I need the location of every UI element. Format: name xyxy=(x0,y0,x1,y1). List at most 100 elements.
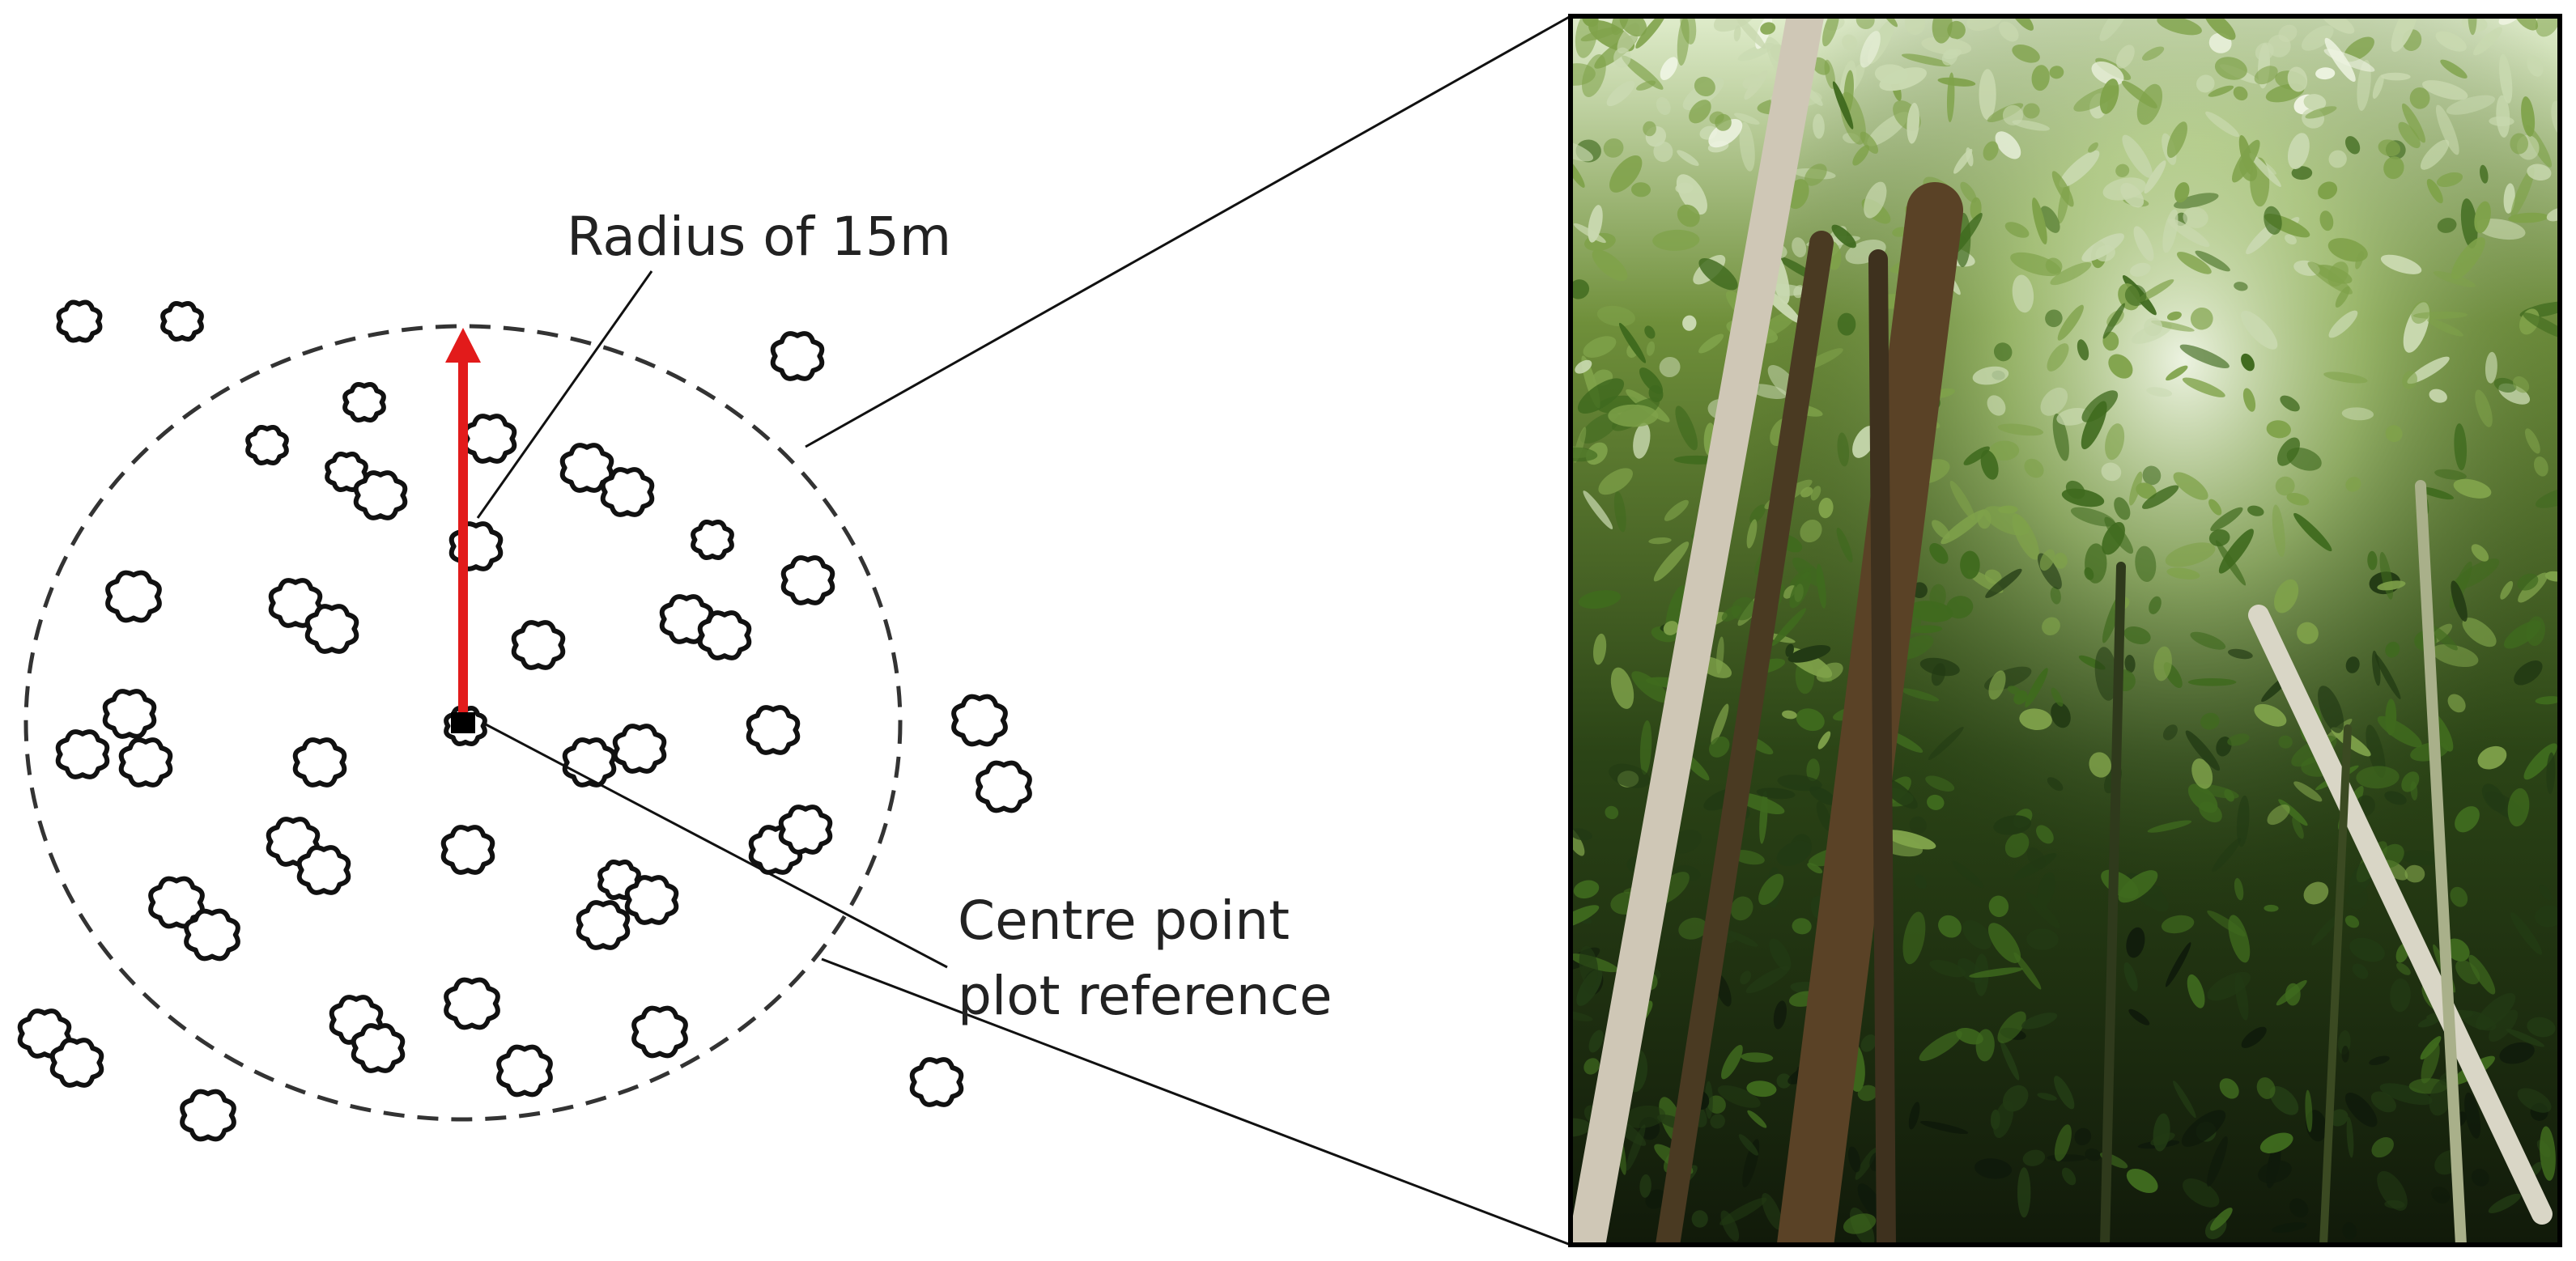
leaf-shape xyxy=(1735,16,1766,49)
leaf-shape xyxy=(1962,919,1992,950)
leaf-shape xyxy=(2292,817,2304,839)
leaf-shape xyxy=(2142,465,2162,486)
leaf-shape xyxy=(1715,113,1732,131)
leaf-shape xyxy=(2546,752,2556,795)
leaf-shape xyxy=(2435,104,2459,155)
leaf-shape xyxy=(2510,912,2543,955)
leaf-shape xyxy=(2305,106,2337,119)
tree-crown-icon xyxy=(56,299,103,343)
leaf-shape xyxy=(2445,938,2470,962)
leaf-shape xyxy=(1776,1073,1792,1089)
leaf-shape xyxy=(1613,47,1631,68)
leaf-shape xyxy=(2019,708,2052,730)
leaf-shape xyxy=(2527,1017,2556,1038)
tree-crown-icon xyxy=(462,414,517,464)
leaf-shape xyxy=(2411,300,2431,324)
leaf-shape xyxy=(2297,622,2319,644)
leaf-shape xyxy=(1966,147,1974,167)
leaf-shape xyxy=(2447,694,2466,713)
leaf-shape xyxy=(2421,1042,2440,1084)
leaf-shape xyxy=(2101,462,2122,482)
leaf-shape xyxy=(1571,1010,1593,1021)
leaf-shape xyxy=(2259,1132,2293,1153)
leaf-shape xyxy=(2187,974,2205,1008)
leaf-shape xyxy=(2240,310,2278,350)
leaf-shape xyxy=(2272,504,2285,558)
leaf-shape xyxy=(2345,477,2361,492)
tree-crown-icon xyxy=(184,908,240,962)
leaf-shape xyxy=(1817,731,1831,749)
leaf-shape xyxy=(1571,155,1585,188)
leaf-shape xyxy=(2525,428,2540,454)
tree-crown-icon xyxy=(304,604,359,654)
leaf-shape xyxy=(1698,333,1724,354)
leaf-shape xyxy=(1809,786,1837,805)
leaf-shape xyxy=(1711,703,1729,745)
leaf-shape xyxy=(2503,620,2541,649)
leaf-shape xyxy=(2047,777,2064,792)
leaf-shape xyxy=(2272,1222,2307,1233)
leaf-shape xyxy=(2045,257,2063,274)
leaf-shape xyxy=(2302,25,2334,51)
leaf-shape xyxy=(1941,49,1958,66)
tree-crown-icon xyxy=(976,760,1032,813)
leaf-shape xyxy=(2427,623,2458,651)
leaf-shape xyxy=(1694,76,1715,97)
leaf-shape xyxy=(1575,16,1598,58)
leaf-shape xyxy=(2124,655,2136,673)
tree-crown-icon xyxy=(600,467,655,517)
leaf-shape xyxy=(2124,284,2147,307)
leaf-shape xyxy=(2429,388,2447,403)
leaf-shape xyxy=(1932,520,1950,539)
leaf-shape xyxy=(1678,917,1708,940)
leaf-shape xyxy=(2128,1008,2150,1025)
leaf-shape xyxy=(1623,1105,1666,1128)
leaf-shape xyxy=(2293,512,2332,552)
leaf-shape xyxy=(1928,726,1964,761)
leaf-shape xyxy=(1760,22,1776,35)
leaf-shape xyxy=(1682,315,1697,331)
leaf-shape xyxy=(2401,771,2420,792)
leaf-shape xyxy=(2095,244,2115,262)
leaf-shape xyxy=(1782,710,1797,720)
leaf-shape xyxy=(2383,156,2404,180)
leaf-shape xyxy=(1977,509,1992,529)
leaf-shape xyxy=(2181,1110,2226,1148)
leaf-shape xyxy=(1618,322,1647,363)
leaf-shape xyxy=(1749,384,1788,400)
leaf-shape xyxy=(2026,892,2060,929)
leaf-shape xyxy=(2123,626,2151,644)
leaf-shape xyxy=(2013,690,2028,705)
leaf-shape xyxy=(2040,206,2060,233)
tree-crown-icon xyxy=(511,620,566,670)
tree-trunk xyxy=(1868,249,1896,1245)
leaf-shape xyxy=(2506,1029,2545,1047)
leaf-shape xyxy=(2319,210,2334,231)
leaf-shape xyxy=(1915,874,1927,889)
leaf-shape xyxy=(1588,1030,1604,1053)
leaf-shape xyxy=(1946,596,1974,619)
leaf-shape xyxy=(1734,113,1760,125)
leaf-shape xyxy=(1843,1213,1877,1234)
forest-canopy-photo xyxy=(1568,14,2562,1247)
leaf-shape xyxy=(2488,1193,2522,1213)
leaf-shape xyxy=(1583,490,1613,529)
leaf-shape xyxy=(2357,59,2371,111)
leaf-shape xyxy=(1993,815,2032,835)
tree-crown-icon xyxy=(576,900,631,950)
leaf-shape xyxy=(2460,198,2478,248)
leaf-shape xyxy=(1676,174,1707,215)
leaf-shape xyxy=(2122,134,2153,178)
leaf-shape xyxy=(1608,404,1659,427)
leaf-shape xyxy=(1906,102,1919,144)
leaf-shape xyxy=(2377,1170,2408,1211)
leaf-shape xyxy=(2468,954,2496,995)
leaf-shape xyxy=(1573,880,1600,899)
leaf-shape xyxy=(1745,966,1790,994)
leaf-shape xyxy=(1635,16,1667,49)
centre-point-marker xyxy=(451,712,475,733)
leaf-shape xyxy=(1652,229,1700,251)
leaf-shape xyxy=(2153,646,2172,681)
leaf-shape xyxy=(2454,423,2468,471)
plot-boundary-circle xyxy=(23,324,903,1122)
